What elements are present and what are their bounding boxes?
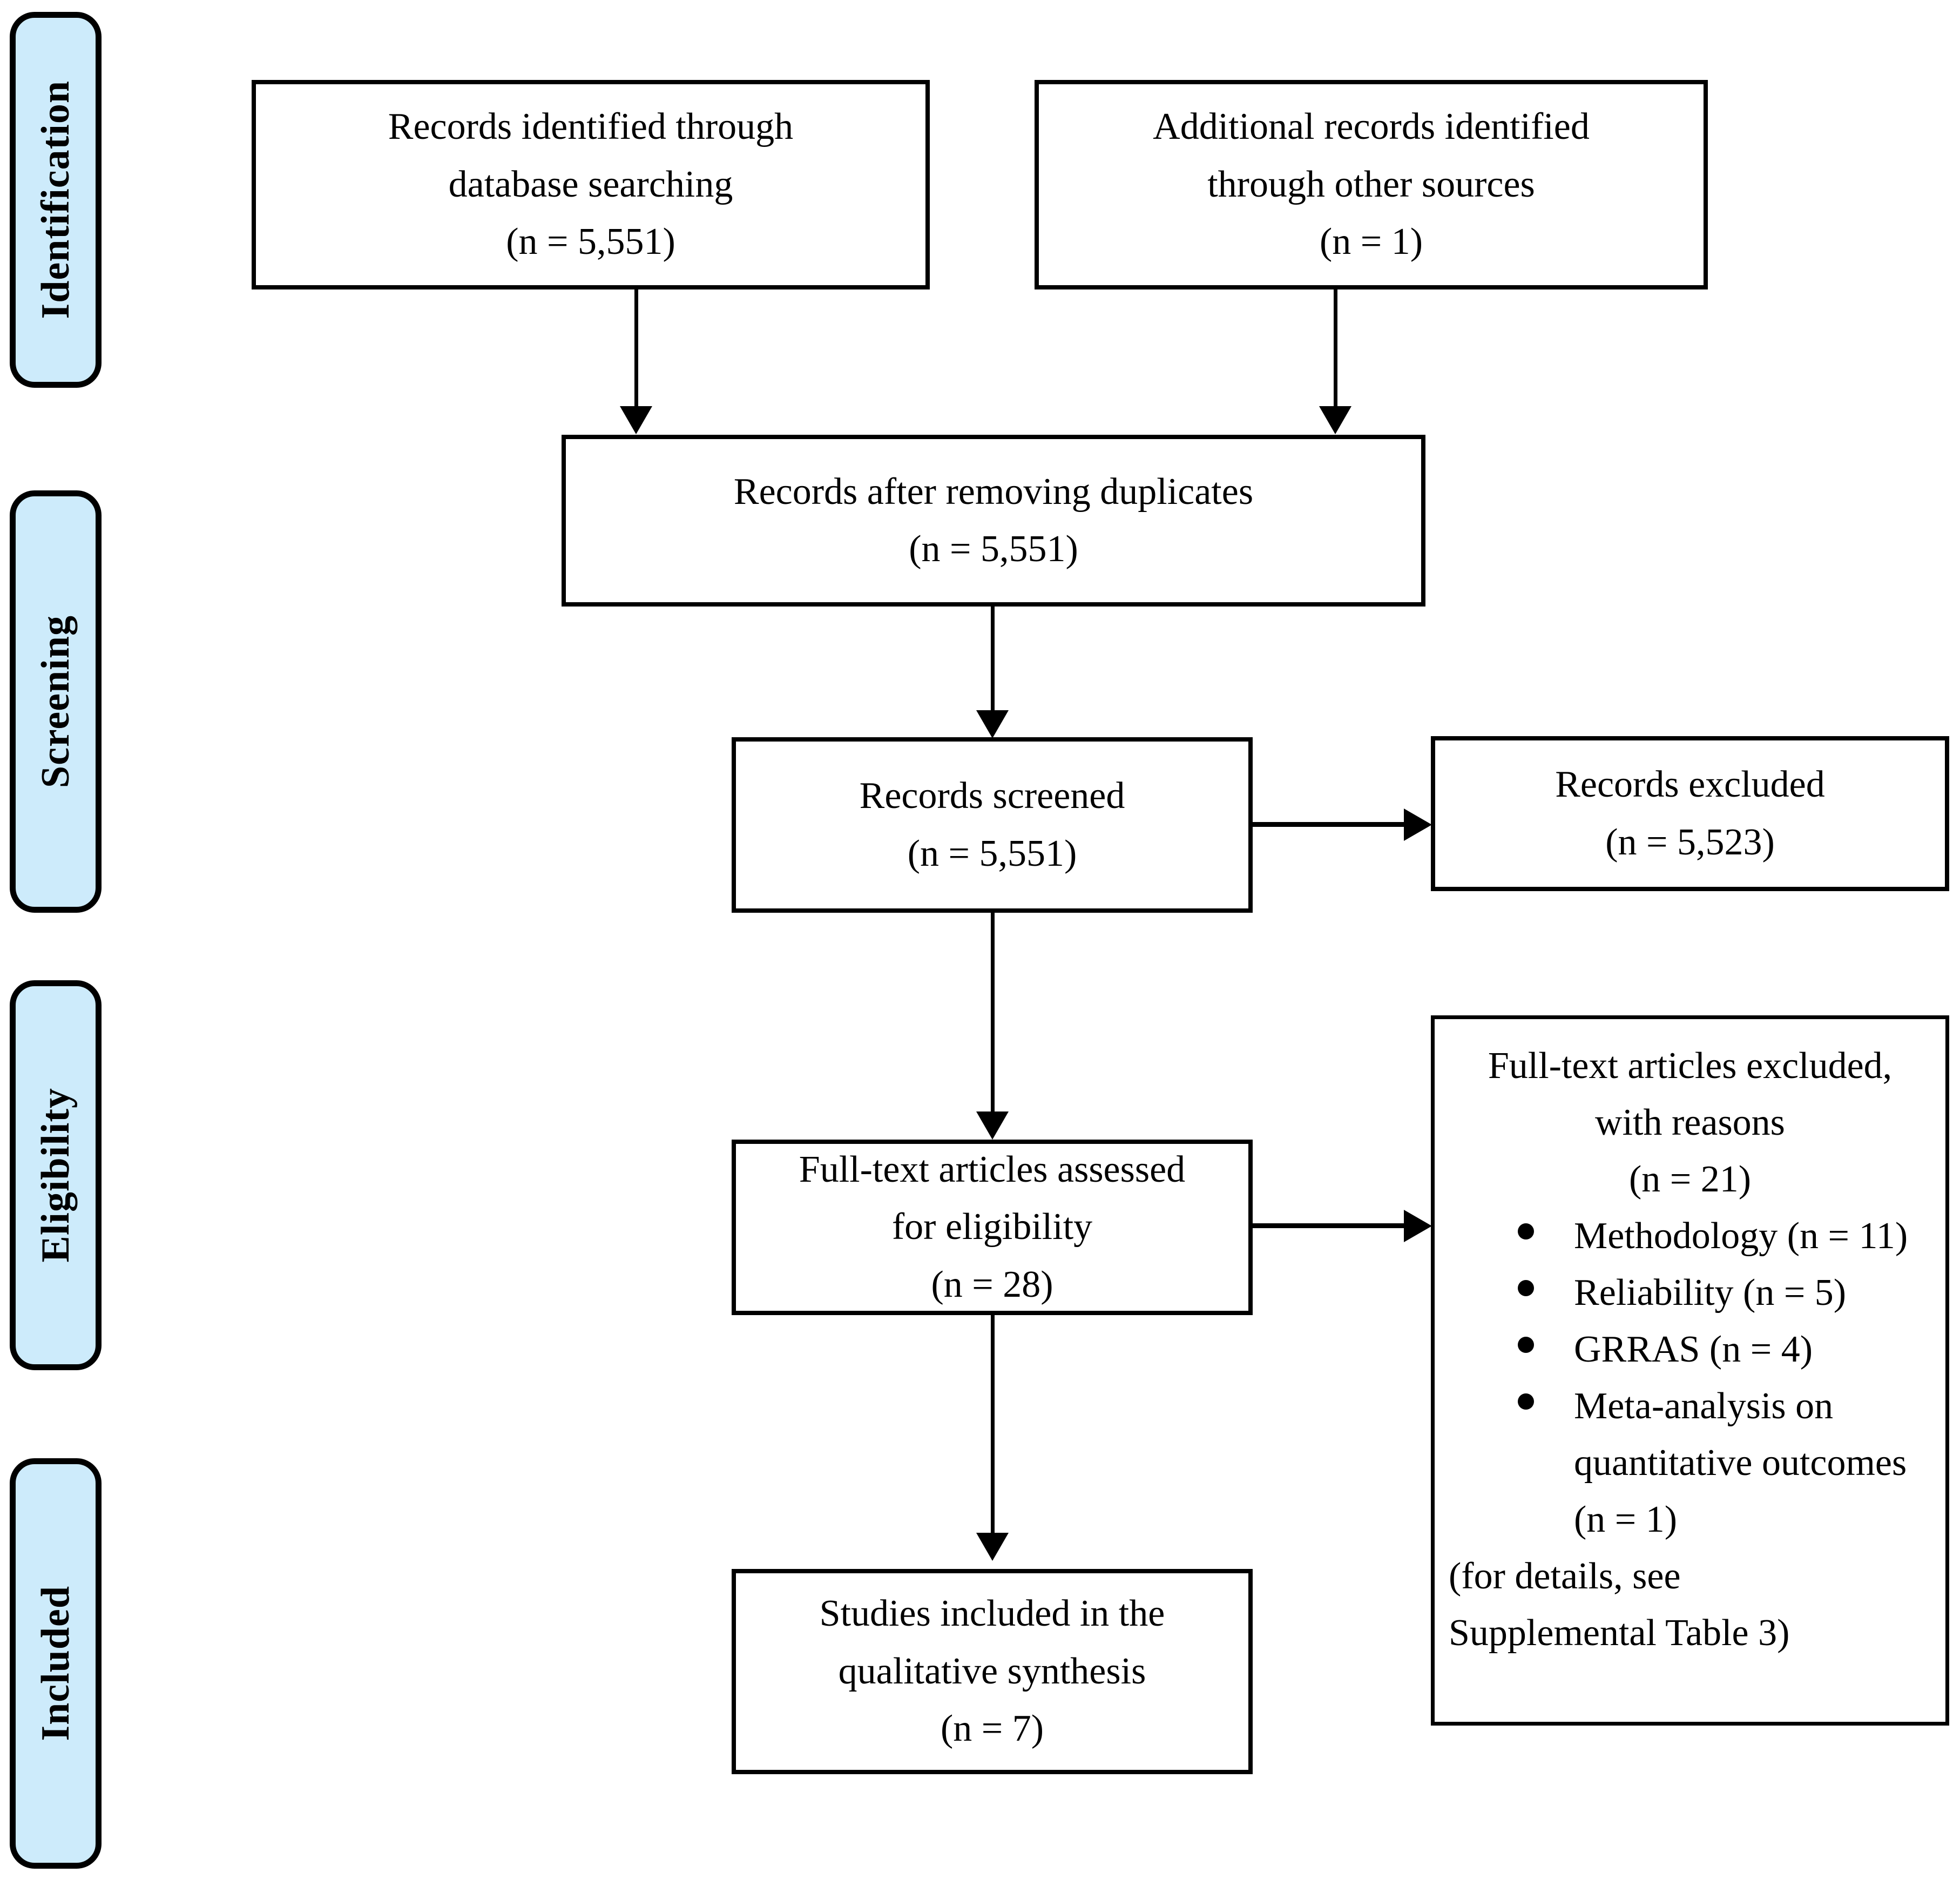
stage-tab-screening[interactable]: Screening xyxy=(10,490,102,913)
heading-line: with reasons xyxy=(1595,1102,1785,1143)
connector-screened-to-excluded xyxy=(1253,822,1407,827)
box-count: (n = 7) xyxy=(940,1708,1044,1750)
stage-tab-eligibility[interactable]: Eligibility xyxy=(10,980,102,1370)
box-studies-included[interactable]: Studies included in the qualitative synt… xyxy=(732,1569,1253,1774)
box-count: (n = 5,551) xyxy=(907,832,1077,874)
box-count: (n = 5,551) xyxy=(909,528,1078,570)
arrow-fulltext-to-excluded-reasons-head xyxy=(1404,1210,1432,1242)
box-records-screened[interactable]: Records screened (n = 5,551) xyxy=(732,737,1253,913)
bullet-icon xyxy=(1518,1223,1534,1240)
stage-tab-eligibility-label: Eligibility xyxy=(33,1088,78,1263)
arrow-fulltext-to-included-head xyxy=(976,1533,1009,1561)
box-line: Records after removing duplicates xyxy=(733,470,1254,513)
box-fulltext-assessed[interactable]: Full-text articles assessed for eligibil… xyxy=(732,1140,1253,1315)
bullet-icon xyxy=(1518,1337,1534,1353)
stage-tab-included-label: Included xyxy=(33,1586,78,1741)
list-item: Methodology (n = 11) xyxy=(1449,1208,1931,1264)
footnote-line: Supplemental Table 3) xyxy=(1449,1612,1790,1654)
list-item: Reliability (n = 5) xyxy=(1449,1264,1931,1321)
connector-db-to-duplicates xyxy=(634,289,638,409)
connector-duplicates-to-screened xyxy=(991,607,995,715)
list-item: GRRAS (n = 4) xyxy=(1449,1321,1931,1378)
stage-tab-screening-label: Screening xyxy=(33,615,78,789)
bullet-icon xyxy=(1518,1393,1534,1410)
reason-label: Reliability (n = 5) xyxy=(1574,1272,1847,1313)
connector-other-to-duplicates xyxy=(1334,289,1337,409)
box-line: Studies included in the xyxy=(819,1593,1165,1635)
fulltext-excluded-heading: Full-text articles excluded, with reason… xyxy=(1449,1038,1931,1208)
box-additional-records-other-sources[interactable]: Additional records identified through ot… xyxy=(1035,80,1708,289)
reason-label: Meta-analysis on quantitative outcomes (… xyxy=(1574,1385,1907,1540)
connector-fulltext-to-included xyxy=(991,1315,995,1537)
arrow-other-to-duplicates-head xyxy=(1319,406,1351,434)
exclusion-reason-list: Methodology (n = 11) Reliability (n = 5)… xyxy=(1449,1208,1931,1548)
connector-screened-to-fulltext xyxy=(991,913,995,1115)
list-item: Meta-analysis on quantitative outcomes (… xyxy=(1449,1378,1931,1548)
box-line: Full-text articles assessed xyxy=(799,1148,1186,1190)
arrow-duplicates-to-screened-head xyxy=(976,710,1009,738)
arrow-screened-to-fulltext-head xyxy=(976,1111,1009,1140)
reason-label: Methodology (n = 11) xyxy=(1574,1215,1908,1257)
box-line: Additional records identified xyxy=(1153,106,1590,148)
box-fulltext-excluded-with-reasons[interactable]: Full-text articles excluded, with reason… xyxy=(1431,1015,1949,1726)
box-count: (n = 5,523) xyxy=(1605,821,1775,863)
bullet-icon xyxy=(1518,1280,1534,1297)
reason-label: GRRAS (n = 4) xyxy=(1574,1329,1813,1370)
stage-tab-identification-label: Identification xyxy=(33,80,78,319)
arrow-db-to-duplicates-head xyxy=(620,406,652,434)
box-line: database searching xyxy=(448,163,733,205)
box-line: Records screened xyxy=(859,775,1125,817)
fulltext-excluded-footnote: (for details, see Supplemental Table 3) xyxy=(1449,1548,1931,1661)
box-records-identified-database[interactable]: Records identified through database sear… xyxy=(252,80,930,289)
heading-count: (n = 21) xyxy=(1628,1158,1752,1200)
box-count: (n = 1) xyxy=(1319,221,1423,263)
box-records-excluded[interactable]: Records excluded (n = 5,523) xyxy=(1431,736,1949,891)
stage-tab-included[interactable]: Included xyxy=(10,1458,102,1869)
box-line: Records excluded xyxy=(1555,764,1825,806)
box-line: qualitative synthesis xyxy=(838,1650,1146,1692)
box-count: (n = 28) xyxy=(931,1263,1053,1305)
box-line: Records identified through xyxy=(388,106,794,148)
connector-fulltext-to-excluded-reasons xyxy=(1253,1223,1407,1228)
box-line: through other sources xyxy=(1207,163,1535,205)
stage-tab-identification[interactable]: Identification xyxy=(10,12,102,388)
box-records-after-duplicates[interactable]: Records after removing duplicates (n = 5… xyxy=(562,435,1425,607)
heading-line: Full-text articles excluded, xyxy=(1488,1045,1893,1087)
box-line: for eligibility xyxy=(891,1206,1093,1248)
arrow-screened-to-excluded-head xyxy=(1404,809,1432,841)
box-count: (n = 5,551) xyxy=(506,221,675,263)
footnote-line: (for details, see xyxy=(1449,1555,1681,1597)
